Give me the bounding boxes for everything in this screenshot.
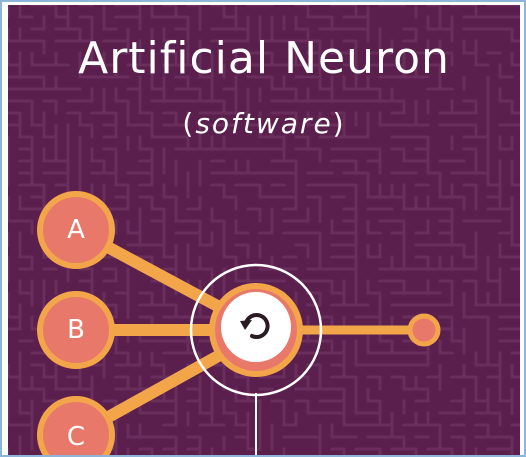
subtitle-open-paren: ( [182, 107, 196, 140]
input-node-b-label: B [67, 315, 85, 345]
neuron-diagram: A B C [37, 191, 441, 455]
input-node-a: A [37, 191, 115, 269]
input-node-b: B [37, 291, 115, 369]
slide-canvas: Artificial Neuron (software) A B C [8, 5, 520, 455]
subtitle: (software) [8, 107, 520, 140]
input-node-c: C [37, 396, 115, 455]
core-white-center [221, 292, 291, 362]
neuron-core [189, 263, 323, 397]
refresh-cycle-icon [240, 313, 270, 339]
subtitle-word: software [195, 107, 333, 140]
subtitle-close-paren: ) [332, 107, 346, 140]
output-node [407, 313, 441, 347]
input-node-c-label: C [67, 422, 85, 452]
input-node-a-label: A [67, 215, 85, 245]
page-title: Artificial Neuron [78, 33, 450, 84]
core-outer-ring [189, 263, 323, 397]
